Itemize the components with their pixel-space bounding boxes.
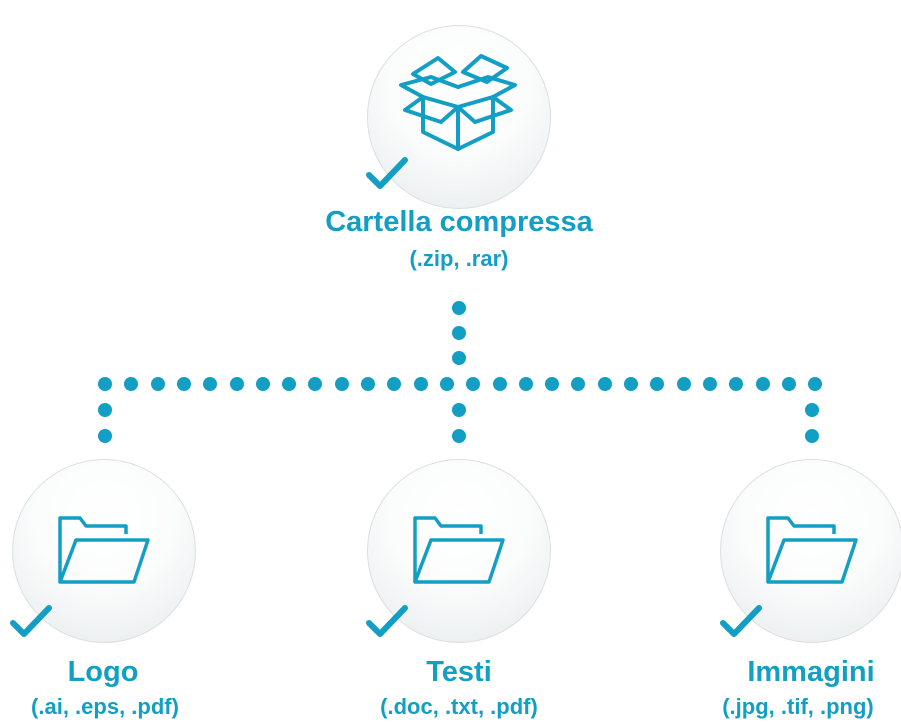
connector-dot (452, 326, 466, 340)
root-checkmark-icon (366, 157, 408, 189)
connector-dot (98, 429, 112, 443)
folder-icon (413, 516, 505, 584)
logo-title: Logo (67, 656, 139, 688)
testi-title: Testi (426, 656, 492, 688)
connector-dot (98, 403, 112, 417)
connector-dot (805, 403, 819, 417)
connector-dot (203, 377, 218, 391)
connector-dot (466, 377, 481, 391)
open-box-icon (399, 54, 517, 151)
connector-dot (452, 301, 466, 315)
connector-dot (334, 377, 349, 391)
connector-dot (361, 377, 375, 391)
testi-subtitle: (.doc, .txt, .pdf) (380, 694, 538, 719)
connector-dot (597, 377, 612, 391)
connector-dot (805, 429, 819, 443)
connector-dot (452, 429, 466, 443)
connector-dot (255, 377, 270, 391)
connector-dot (387, 377, 402, 391)
connector-dot (150, 377, 165, 391)
connector-dot (755, 377, 770, 391)
logo-checkmark-icon (10, 605, 52, 637)
testi-checkmark-icon (366, 605, 408, 637)
connector-dot (808, 377, 823, 391)
connector-dot (518, 377, 533, 391)
connector-dot (676, 377, 691, 391)
connector-dot (729, 377, 744, 391)
connector-dot (624, 377, 638, 391)
connector-dot (452, 351, 466, 365)
root-subtitle: (.zip, .rar) (409, 246, 509, 271)
immagini-circle (720, 459, 901, 643)
connector-dot (308, 377, 323, 391)
connector-dot (571, 377, 586, 391)
connector-dot (413, 377, 428, 391)
root-title: Cartella compressa (325, 206, 593, 238)
connector-dot (229, 377, 244, 391)
connector-dot (176, 377, 191, 391)
immagini-title: Immagini (747, 656, 875, 688)
connector-dot (439, 377, 454, 391)
connector-dot (282, 377, 297, 391)
connector-dot (452, 403, 466, 417)
immagini-subtitle: (.jpg, .tif, .png) (722, 694, 874, 719)
connector-dot (492, 377, 507, 391)
logo-subtitle: (.ai, .eps, .pdf) (31, 694, 179, 719)
immagini-checkmark-icon (720, 605, 762, 637)
connector-dot (650, 377, 665, 391)
folder-icon (766, 516, 858, 584)
connector-dot (98, 377, 112, 391)
connector-dot (545, 377, 560, 391)
connector-dot (124, 377, 139, 391)
connector-dot (702, 377, 717, 391)
folder-icon (58, 516, 150, 584)
connector-dot (781, 377, 796, 391)
